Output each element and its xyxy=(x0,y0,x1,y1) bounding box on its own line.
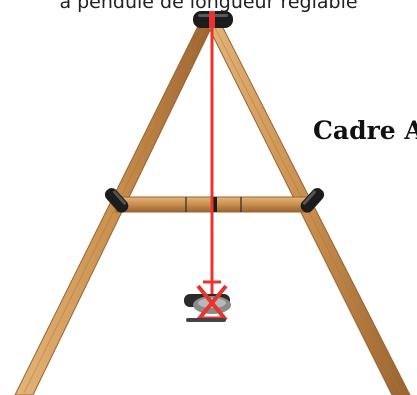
frame-label: Cadre A xyxy=(313,116,417,145)
pendulum-weight-icon xyxy=(184,282,231,322)
top-caption: a pendule de longueur reglable xyxy=(0,0,417,13)
top-hinge-clamp-icon xyxy=(193,11,233,28)
